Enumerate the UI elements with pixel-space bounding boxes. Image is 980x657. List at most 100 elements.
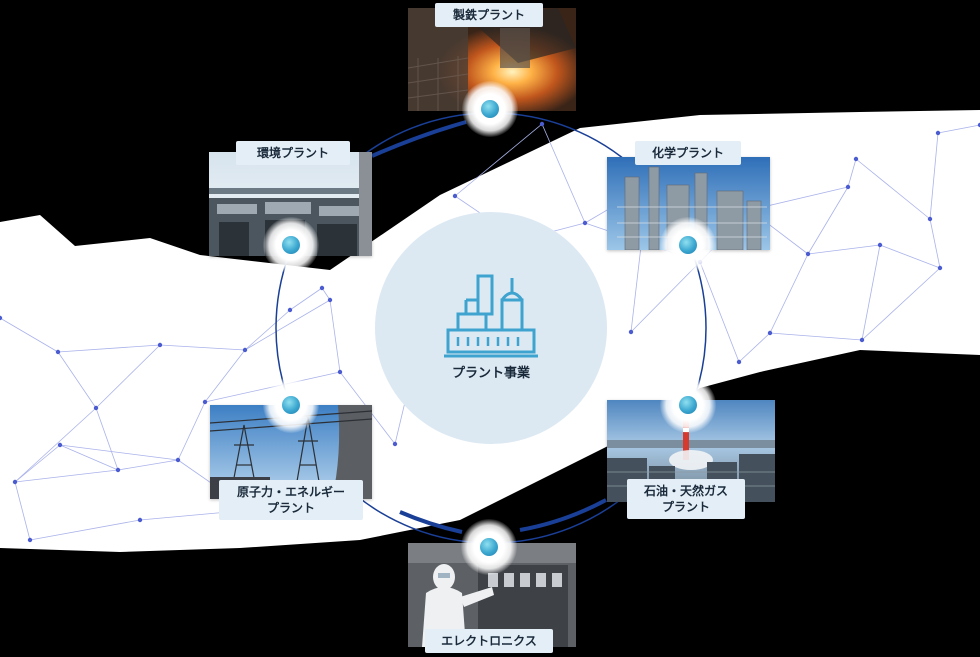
label-environment-text: 環境プラント <box>256 146 329 160</box>
network-edge <box>29 519 141 541</box>
network-edge <box>159 344 246 351</box>
label-chemical-plant[interactable]: 化学プラント <box>635 141 741 165</box>
label-nuclear-line1: 原子力・エネルギー <box>236 485 345 499</box>
network-edge <box>769 253 809 334</box>
oil-gas-node <box>660 377 716 433</box>
network-vertex <box>137 517 143 523</box>
ring-accent-bottom-right <box>519 498 607 532</box>
label-chemical-plant-text: 化学プラント <box>651 146 724 160</box>
network-edge <box>14 444 61 483</box>
center-hub[interactable]: プラント事業 <box>375 212 607 444</box>
factory-icon <box>444 274 538 358</box>
network-vertex <box>202 399 208 405</box>
network-edge <box>929 218 941 269</box>
network-edge <box>861 244 881 341</box>
chemical-node <box>660 217 716 273</box>
network-vertex <box>0 315 3 321</box>
network-vertex <box>927 216 933 222</box>
label-steel-plant[interactable]: 製鉄プラント <box>435 3 543 27</box>
network-edge <box>879 244 941 269</box>
network-edge <box>699 261 740 363</box>
network-edge <box>769 332 863 341</box>
network-vertex <box>327 297 333 303</box>
network-vertex <box>12 479 18 485</box>
network-edge <box>95 407 119 471</box>
network-vertex <box>392 441 398 447</box>
network-vertex <box>539 121 545 127</box>
network-vertex <box>736 359 742 365</box>
network-vertex <box>977 122 980 128</box>
label-electronics[interactable]: エレクトロニクス <box>425 629 553 653</box>
network-edge <box>59 444 119 471</box>
nuclear-node <box>263 377 319 433</box>
network-vertex <box>628 329 634 335</box>
network-edge <box>14 481 31 541</box>
network-edge <box>861 267 941 341</box>
network-vertex <box>55 349 61 355</box>
network-edge <box>329 299 341 373</box>
network-edge <box>937 124 980 134</box>
network-edge <box>14 407 97 483</box>
network-edge <box>177 401 206 461</box>
network-edge <box>244 309 291 351</box>
network-edge <box>204 349 246 403</box>
network-edge <box>321 287 331 301</box>
network-edge <box>807 186 849 255</box>
network-vertex <box>805 251 811 257</box>
network-vertex <box>115 467 121 473</box>
network-edge <box>807 244 881 255</box>
ring-accent-bottom-left <box>399 510 463 534</box>
network-vertex <box>937 265 943 271</box>
network-vertex <box>877 242 883 248</box>
network-edge <box>541 123 586 224</box>
network-edge <box>855 158 931 220</box>
network-vertex <box>93 405 99 411</box>
label-nuclear-energy-plant[interactable]: 原子力・エネルギー プラント <box>219 480 363 520</box>
network-vertex <box>242 347 248 353</box>
network-vertex <box>175 457 181 463</box>
network-vertex <box>452 193 458 199</box>
steel-node <box>462 81 518 137</box>
network-edge <box>57 351 97 409</box>
network-vertex <box>319 285 325 291</box>
network-vertex <box>767 330 773 336</box>
node-dot-icon <box>282 396 300 414</box>
network-edge <box>117 459 179 471</box>
environment-node <box>263 217 319 273</box>
electronics-node <box>461 519 517 575</box>
label-oil-gas-line2: プラント <box>661 500 710 514</box>
label-steel-plant-text: 製鉄プラント <box>452 8 525 22</box>
network-vertex <box>157 342 163 348</box>
network-edge <box>738 332 771 363</box>
network-edge <box>454 123 543 197</box>
network-edge <box>289 287 323 311</box>
node-dot-icon <box>282 236 300 254</box>
label-oil-gas-line1: 石油・天然ガス <box>643 484 728 498</box>
label-oil-gas-plant[interactable]: 石油・天然ガス プラント <box>627 479 745 519</box>
network-edge <box>847 158 857 188</box>
network-vertex <box>287 307 293 313</box>
center-title: プラント事業 <box>451 366 530 381</box>
label-nuclear-line2: プラント <box>266 501 315 515</box>
network-vertex <box>57 442 63 448</box>
network-edge <box>929 132 939 220</box>
network-edge <box>95 344 161 409</box>
network-vertex <box>859 337 865 343</box>
network-vertex <box>337 369 343 375</box>
network-vertex <box>582 220 588 226</box>
label-environment-plant[interactable]: 環境プラント <box>236 141 350 165</box>
network-vertex <box>845 184 851 190</box>
node-dot-icon <box>480 538 498 556</box>
network-edge <box>57 344 161 353</box>
node-dot-icon <box>679 396 697 414</box>
network-edge <box>14 469 119 483</box>
ring-accent-top <box>371 120 467 158</box>
network-vertex <box>27 537 33 543</box>
network-edge <box>0 317 59 353</box>
network-vertex <box>935 130 941 136</box>
network-vertex <box>853 156 859 162</box>
node-dot-icon <box>481 100 499 118</box>
label-electronics-text: エレクトロニクス <box>441 634 537 648</box>
network-edge <box>630 261 701 333</box>
